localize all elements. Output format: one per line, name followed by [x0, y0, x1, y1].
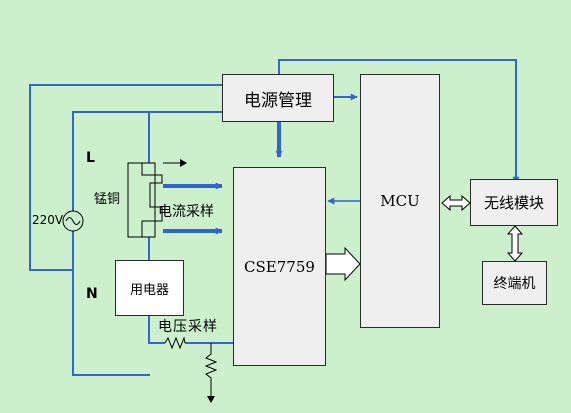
wireless-module-block: 无线模块	[470, 179, 558, 226]
mcu-wireless-bidirectional-arrow	[441, 194, 471, 212]
wire-appliance-to-divider	[148, 316, 165, 344]
mcu-block: MCU	[360, 74, 440, 328]
mcu-label: MCU	[380, 192, 420, 210]
live-line-label: L	[86, 150, 95, 166]
voltage-sampling-label: 电压采样	[158, 319, 218, 335]
wire-power-to-supply-outer	[29, 84, 222, 271]
power-to-wireless-wire	[278, 59, 520, 184]
wireless-module-label: 无线模块	[483, 194, 544, 212]
appliance-block: 用电器	[115, 260, 184, 316]
wire-power-to-live-line	[72, 111, 222, 376]
neutral-line-label: N	[86, 286, 98, 302]
shunt-resistor-icon	[127, 159, 187, 238]
shunt-label: 锰铜	[94, 192, 121, 207]
power-management-block: 电源管理	[222, 74, 334, 122]
terminal-label: 终端机	[493, 276, 536, 292]
wireless-terminal-bidirectional-arrow	[506, 225, 524, 262]
cse-to-mcu-data-arrow	[325, 246, 361, 282]
ground-arrow-icon	[207, 396, 215, 403]
current-sampling-label: 电流采样	[158, 204, 214, 220]
resistor-horizontal	[164, 336, 186, 350]
appliance-label: 用电器	[129, 282, 169, 298]
voltage-label: 220V	[32, 213, 64, 227]
power-management-label: 电源管理	[244, 90, 312, 111]
resistor-vertical	[204, 343, 218, 396]
terminal-block: 终端机	[482, 261, 547, 305]
cse7759-label: CSE7759	[244, 257, 315, 276]
cse7759-chip-block: CSE7759	[233, 167, 326, 366]
